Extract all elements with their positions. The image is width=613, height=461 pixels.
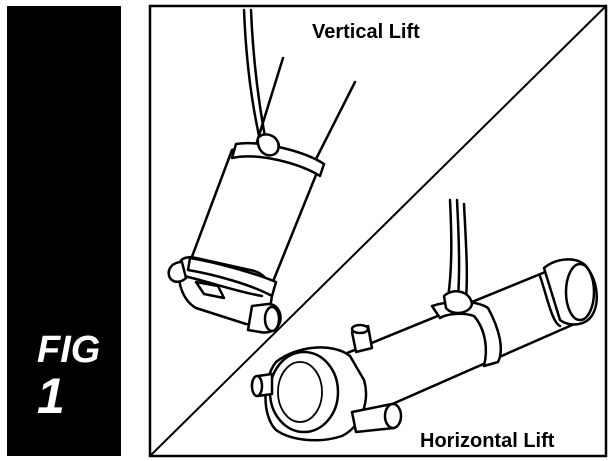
caption-vertical-lift: Vertical Lift — [312, 21, 420, 43]
vertical-sling-knot — [256, 133, 280, 157]
horizontal-top-port-end — [350, 323, 370, 335]
diagram-frame — [148, 4, 608, 458]
figure-number: 1 — [37, 368, 65, 424]
vertical-port-left — [167, 260, 188, 283]
horizontal-hoist-cable-left — [446, 198, 453, 300]
horizontal-hoist-cable-mid — [455, 198, 461, 300]
figure-sidebar: FIG 1 — [7, 6, 121, 456]
horizontal-port-bottom-end — [383, 402, 403, 430]
diagonal-divider — [149, 5, 607, 457]
horizontal-sling-knot — [442, 290, 474, 315]
horizontal-hoist-cable-right — [462, 202, 469, 302]
vertical-valve-head-notch — [194, 280, 226, 300]
vertical-lift-illustration — [167, 8, 357, 334]
horizontal-valve-face-inner — [277, 361, 323, 423]
vertical-collar-band — [186, 256, 278, 298]
horizontal-lift-illustration — [250, 198, 598, 442]
vertical-hoist-cable-right — [249, 8, 268, 144]
caption-horizontal-lift: Horizontal Lift — [420, 430, 555, 452]
horizontal-port-left-end — [250, 374, 264, 398]
vertical-port-right-end — [263, 305, 281, 333]
vertical-valve-head-rim — [182, 274, 264, 298]
vertical-side-cable-right — [312, 80, 357, 165]
horizontal-end-cap-seam — [538, 274, 562, 328]
horizontal-end-cap-face — [564, 262, 596, 322]
figure-label: FIG 1 — [37, 331, 100, 421]
vertical-hoist-cable-left — [242, 8, 262, 142]
figure-word: FIG — [37, 329, 101, 371]
